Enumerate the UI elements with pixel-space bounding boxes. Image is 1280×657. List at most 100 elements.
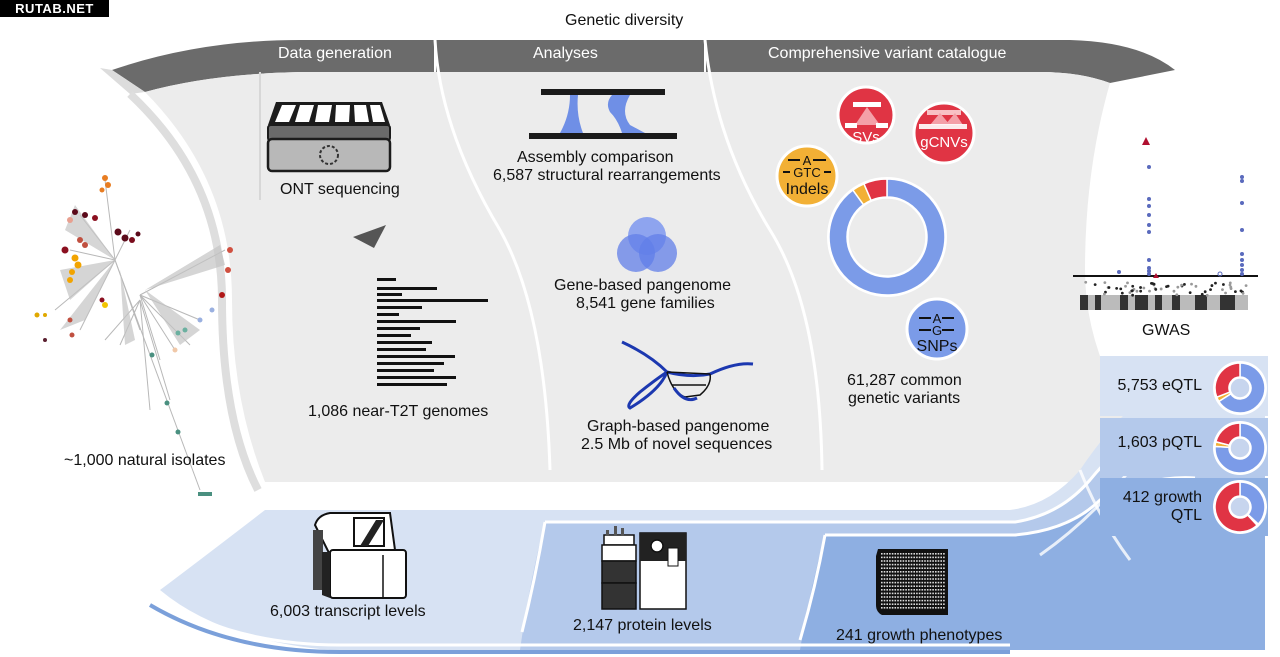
plate-well	[919, 600, 921, 602]
plate-well	[935, 553, 937, 555]
plate-well	[930, 582, 932, 584]
plate-well	[913, 585, 915, 587]
plate-well	[924, 596, 926, 598]
gwas-point-significant	[1240, 201, 1244, 205]
plate-well	[940, 585, 942, 587]
plate-well	[886, 571, 888, 573]
donut-hole	[848, 198, 926, 276]
plate-well	[881, 607, 883, 609]
plate-well	[881, 575, 883, 577]
plate-well	[916, 603, 918, 605]
gwas-point	[1242, 292, 1245, 295]
plate-well	[922, 603, 924, 605]
gwas-point	[1167, 285, 1170, 288]
plate-well	[905, 607, 907, 609]
plate-well	[924, 571, 926, 573]
plate-well	[913, 560, 915, 562]
plate-well	[932, 567, 934, 569]
plate-well	[905, 564, 907, 566]
gwas-point	[1139, 286, 1142, 289]
plate-well	[881, 603, 883, 605]
plate-well	[911, 567, 913, 569]
sequencer-instrument-icon	[313, 513, 406, 598]
plate-well	[900, 567, 902, 569]
novel-sequences-label: 2.5 Mb of novel sequences	[581, 435, 772, 454]
gwas-point	[1245, 284, 1248, 287]
gwas-point-significant	[1240, 258, 1244, 262]
plate-well	[943, 571, 945, 573]
donut-hole	[1230, 438, 1250, 458]
donut-hole	[1230, 378, 1250, 398]
plate-well	[924, 557, 926, 559]
plate-well	[922, 589, 924, 591]
plate-well	[905, 553, 907, 555]
gwas-point	[1222, 283, 1225, 286]
plate-well	[919, 596, 921, 598]
plate-well	[924, 593, 926, 595]
plate-well	[935, 567, 937, 569]
variant-total-sublabel: genetic variants	[848, 389, 960, 408]
plate-well	[919, 578, 921, 580]
chromosome-block	[1101, 295, 1120, 310]
growth-qtl-sublabel: QTL	[1171, 506, 1202, 525]
plate-well	[935, 589, 937, 591]
plate-well	[913, 607, 915, 609]
plate-well	[943, 564, 945, 566]
plate-well	[905, 557, 907, 559]
plate-well	[916, 596, 918, 598]
plate-well	[897, 557, 899, 559]
plate-well	[908, 596, 910, 598]
pqtl-label: 1,603 pQTL	[1118, 433, 1203, 452]
plate-well	[911, 557, 913, 559]
plate-well	[903, 589, 905, 591]
plate-well	[913, 553, 915, 555]
plate-well	[881, 560, 883, 562]
eqtl-donut-chart	[1213, 361, 1267, 415]
gwas-point-significant	[1147, 197, 1151, 201]
plate-well	[886, 553, 888, 555]
plate-well	[943, 589, 945, 591]
gcnvs-label: gCNVs	[920, 134, 968, 151]
gwas-point	[1121, 292, 1124, 295]
plate-well	[884, 596, 886, 598]
plate-well	[884, 567, 886, 569]
plate-well	[900, 578, 902, 580]
plate-well	[892, 603, 894, 605]
plate-well	[897, 571, 899, 573]
plate-well	[889, 603, 891, 605]
plate-well	[908, 578, 910, 580]
plate-well	[895, 596, 897, 598]
plate-well	[889, 593, 891, 595]
plate-well	[895, 557, 897, 559]
plate-well	[930, 585, 932, 587]
plate-well	[905, 575, 907, 577]
plate-well	[895, 582, 897, 584]
plate-well	[913, 575, 915, 577]
plate-well	[924, 582, 926, 584]
plate-well	[930, 575, 932, 577]
plate-well	[913, 564, 915, 566]
plate-well	[897, 593, 899, 595]
plate-well	[886, 560, 888, 562]
plate-well	[927, 596, 929, 598]
plate-well	[897, 553, 899, 555]
gwas-point	[1103, 281, 1106, 284]
plate-well	[889, 578, 891, 580]
chromosome-block	[1148, 295, 1155, 310]
gwas-point-significant	[1240, 179, 1244, 183]
gwas-point	[1180, 284, 1183, 287]
plate-well	[881, 564, 883, 566]
plate-well	[886, 603, 888, 605]
plate-well	[905, 578, 907, 580]
chromosome-block	[1207, 295, 1220, 310]
gwas-point	[1117, 270, 1121, 274]
plate-well	[919, 585, 921, 587]
plate-well	[919, 603, 921, 605]
plate-well	[930, 557, 932, 559]
chromosome-block	[1195, 295, 1207, 310]
plate-well	[919, 582, 921, 584]
plate-well	[927, 603, 929, 605]
gwas-point	[1108, 286, 1111, 289]
gwas-point	[1206, 294, 1209, 297]
plate-well	[889, 575, 891, 577]
